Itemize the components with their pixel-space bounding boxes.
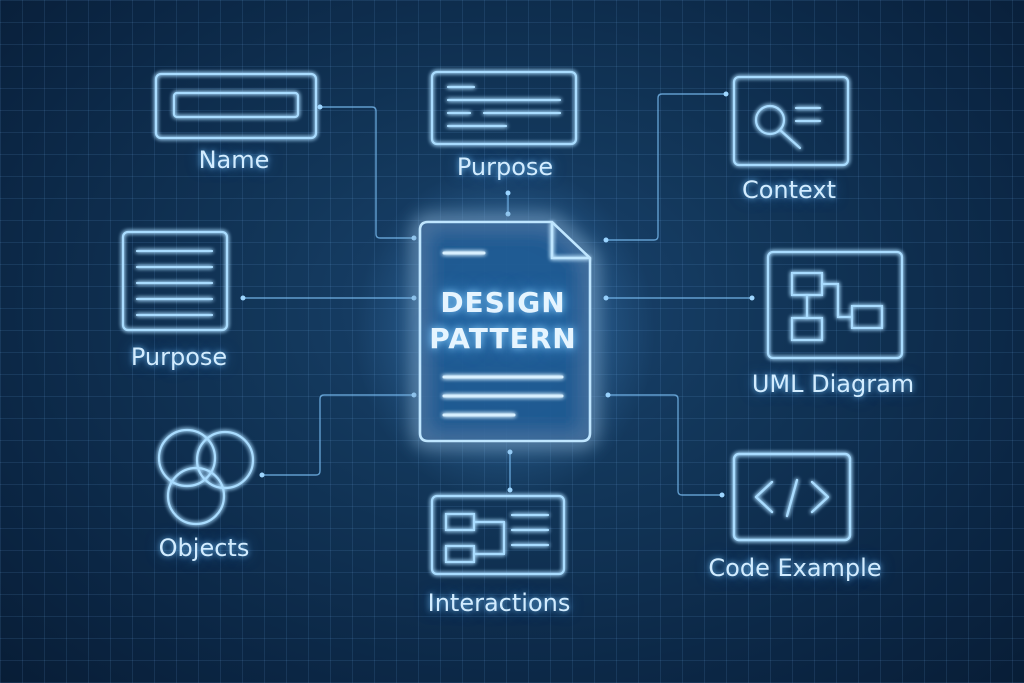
connector-code bbox=[608, 394, 722, 496]
node-label-interactions: Interactions bbox=[427, 589, 571, 617]
connector-context bbox=[606, 93, 726, 241]
design-pattern-document-icon bbox=[355, 162, 655, 502]
node-label-purpose-left: Purpose bbox=[130, 343, 228, 371]
connector-objects bbox=[262, 394, 414, 476]
flow-lines-icon bbox=[430, 494, 566, 576]
central-title-line-2: PATTERN bbox=[429, 322, 577, 355]
central-title-line-1: DESIGN bbox=[440, 286, 566, 319]
text-lines-card-icon bbox=[430, 70, 578, 146]
node-label-uml-diagram: UML Diagram bbox=[751, 370, 915, 398]
connector-name bbox=[320, 106, 414, 239]
list-lines-icon bbox=[121, 230, 229, 332]
node-label-code-example: Code Example bbox=[708, 554, 882, 582]
node-label-name: Name bbox=[198, 146, 270, 174]
node-label-purpose-top: Purpose bbox=[456, 153, 554, 181]
code-brackets-icon bbox=[732, 452, 852, 542]
uml-blocks-icon bbox=[766, 250, 904, 360]
text-field-icon bbox=[154, 72, 318, 140]
venn-circles-icon bbox=[157, 428, 255, 526]
magnifier-icon bbox=[732, 75, 850, 167]
node-label-context: Context bbox=[741, 176, 837, 204]
node-label-objects: Objects bbox=[158, 534, 250, 562]
